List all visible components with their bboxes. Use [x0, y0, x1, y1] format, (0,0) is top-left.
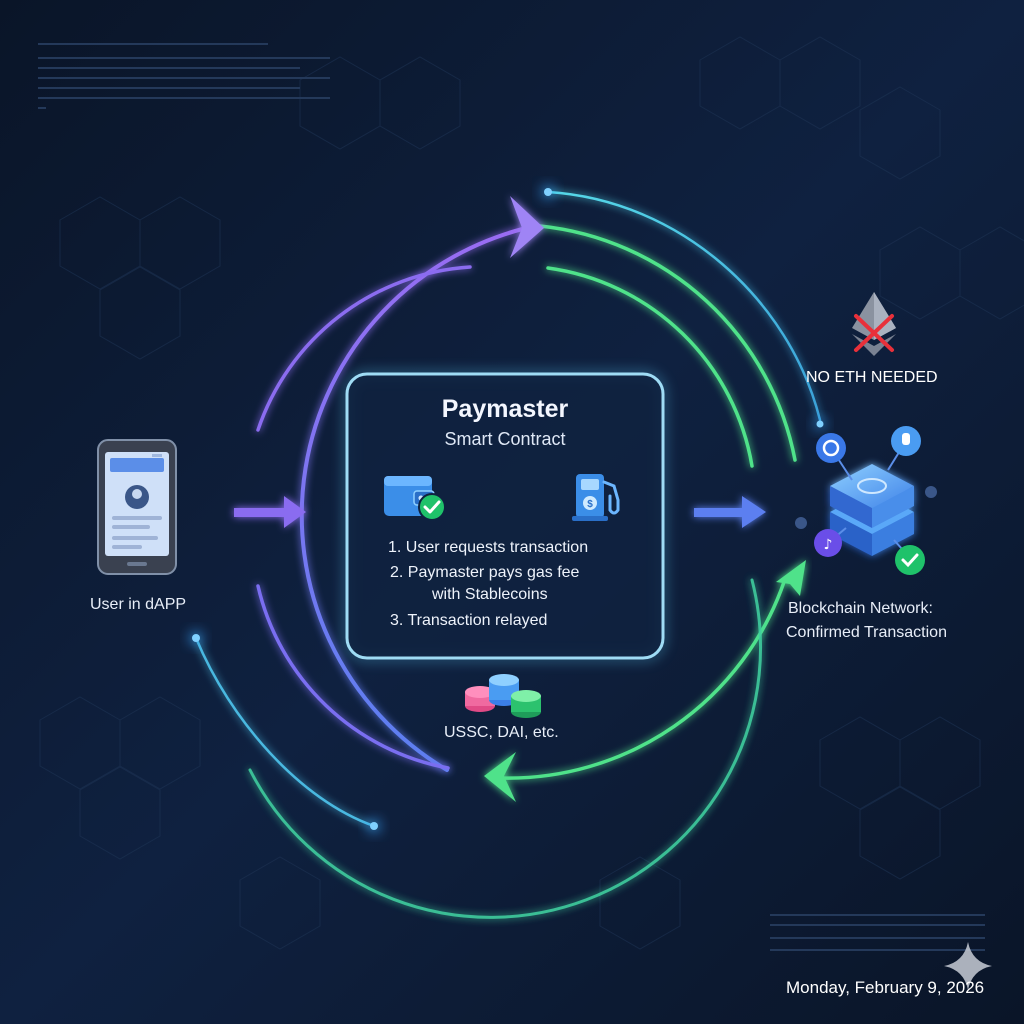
paymaster-to-blockchain-arrow [694, 496, 766, 528]
decorative-text-lines [38, 43, 985, 951]
smartphone-icon [97, 439, 177, 575]
inner-purple-arc-lower [256, 584, 450, 770]
paymaster-subtitle: Smart Contract [444, 429, 566, 449]
svg-text:♪: ♪ [824, 537, 833, 553]
blockchain-label-line2: Confirmed Transaction [786, 624, 947, 641]
glow-dots [188, 184, 827, 834]
teal-bottom-arc [194, 636, 376, 828]
step-3: 3. Transaction relayed [390, 612, 548, 629]
step-2-continued: with Stablecoins [432, 586, 548, 603]
network-node-icons: ♪ [795, 426, 937, 575]
user-to-paymaster-arrow [234, 496, 306, 528]
blocked-icon [854, 314, 894, 352]
return-green-arc [498, 580, 786, 780]
coin-stack-icon [465, 674, 541, 718]
svg-text:$: $ [587, 499, 593, 510]
bottom-arc-arrowhead [484, 752, 516, 802]
right-arc-arrowhead [776, 560, 806, 596]
step-2: 2. Paymaster pays gas fee [390, 564, 580, 581]
inner-purple-arc [256, 265, 472, 432]
paymaster-title: Paymaster [441, 395, 569, 423]
paymaster-panel [345, 372, 665, 660]
teal-top-arc [546, 190, 822, 422]
hexagon-pattern [39, 36, 1024, 950]
no-eth-label: NO ETH NEEDED [806, 369, 938, 386]
stablecoins-label: USSC, DAI, etc. [444, 724, 559, 741]
outer-green-arc [538, 224, 797, 462]
blockchain-cubes-icon [830, 464, 914, 556]
top-arc-arrowhead [510, 196, 544, 258]
checkmark-icon [418, 493, 446, 521]
step-1: 1. User requests transaction [388, 539, 589, 556]
date-label: Monday, February 9, 2026 [786, 978, 985, 997]
blockchain-label-line1: Blockchain Network: [788, 600, 933, 617]
sparkle-icon [944, 942, 992, 990]
lower-green-arc [248, 578, 763, 919]
outer-purple-arc [299, 224, 537, 772]
user-label: User in dAPP [90, 596, 187, 613]
inner-green-arc [546, 266, 754, 468]
fuel-pump-icon: $ [572, 474, 620, 521]
